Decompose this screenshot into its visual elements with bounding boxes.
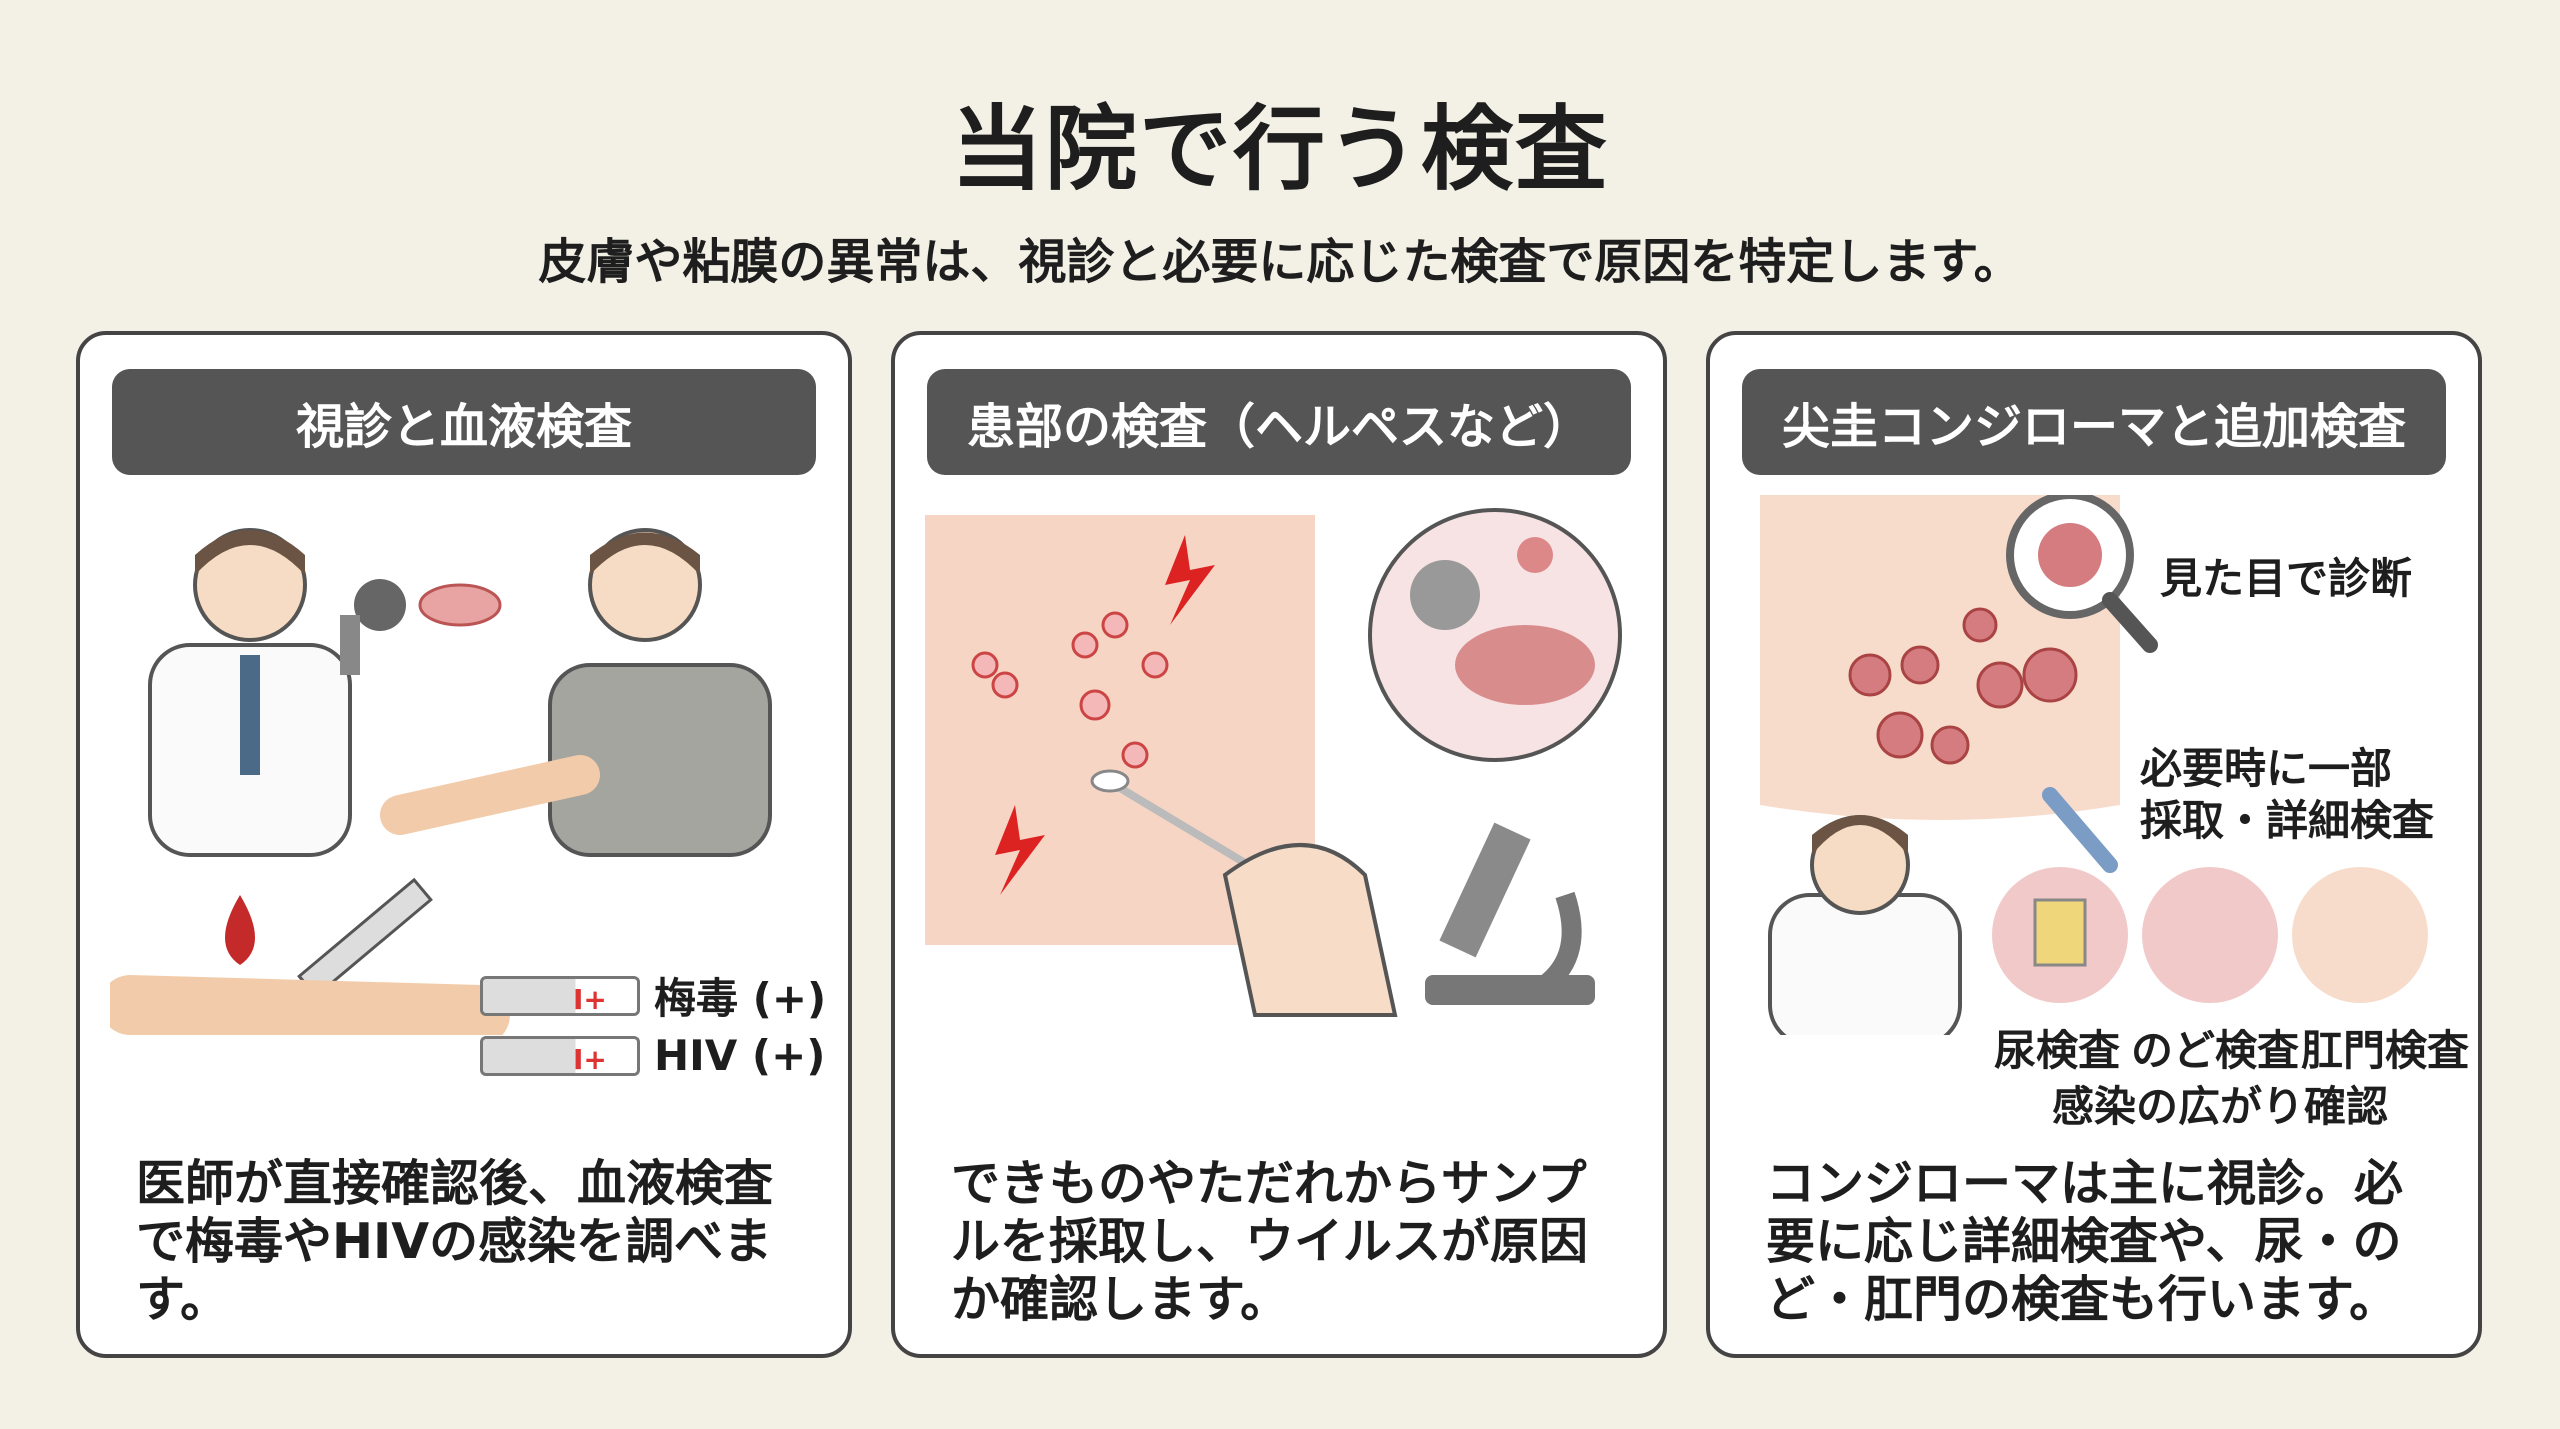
test-strip-icon: I+ xyxy=(480,1035,640,1076)
blister-icon xyxy=(971,611,1169,769)
card-lesion-test: 患部の検査（ヘルペスなど） できものやただれからサンプルを採取し、ウイルスが原因… xyxy=(891,331,1667,1358)
wart-icon xyxy=(1848,607,2078,765)
hand-icon xyxy=(1222,843,1398,1017)
sampling-label-1: 必要時に一部 xyxy=(2140,744,2393,793)
biopsy-tool-icon xyxy=(2042,787,2118,873)
virus-magnified-icon xyxy=(1368,508,1622,762)
hiv-test-result: I+ HIV (+) xyxy=(480,1031,826,1080)
doctor-icon xyxy=(1768,815,1962,1047)
card-condyloma-test: 尖圭コンジローマと追加検査 見た目で診断 必要時に一部 採取・詳細検査 尿検査 … xyxy=(1706,331,2482,1358)
patient-icon xyxy=(380,528,772,857)
sampling-label-2: 採取・詳細検査 xyxy=(2140,796,2435,845)
syphilis-label: 梅毒 (+) xyxy=(654,974,827,1023)
positive-mark: I+ xyxy=(573,1042,607,1076)
lesion-swab-illustration xyxy=(925,495,1633,1035)
card-header: 患部の検査（ヘルペスなど） xyxy=(927,369,1631,475)
condyloma-illustration xyxy=(1740,491,2448,1047)
doctor-icon xyxy=(148,528,352,857)
card-description: コンジローマは主に視診。必要に応じ詳細検査や、尿・のど・肛門の検査も行います。 xyxy=(1766,1155,2404,1328)
card-header: 視診と血液検査 xyxy=(112,369,816,475)
arm-icon xyxy=(100,975,510,1045)
microscope-icon xyxy=(1425,822,1595,1005)
pain-lightning-icon xyxy=(995,535,1215,895)
spread-check-label: 感染の広がり確認 xyxy=(2051,1082,2388,1131)
lips-icon xyxy=(418,583,502,627)
hiv-label: HIV (+) xyxy=(654,1031,826,1080)
throat-icon xyxy=(2142,867,2278,1003)
cotton-swab-icon xyxy=(1090,769,1268,879)
doctor-exam-illustration xyxy=(100,495,818,1045)
syringe-icon xyxy=(297,877,433,999)
dermatoscope-icon xyxy=(340,579,406,675)
card-description: できものやただれからサンプルを採取し、ウイルスが原因か確認します。 xyxy=(951,1155,1589,1328)
visual-diagnosis-label: 見た目で診断 xyxy=(2160,554,2413,603)
throat-test-label: のど検査 xyxy=(2130,1026,2299,1075)
blood-drop-icon xyxy=(225,895,255,965)
card-description: 医師が直接確認後、血液検査で梅毒やHIVの感染を調べます。 xyxy=(136,1155,774,1328)
test-strip-icon: I+ xyxy=(480,975,640,1016)
card-visual-blood-test: 視診と血液検査 I+ 梅毒 (+) I+ HIV xyxy=(76,331,852,1358)
page-subtitle: 皮膚や粘膜の異常は、視診と必要に応じた検査で原因を特定します。 xyxy=(538,234,2022,290)
syphilis-test-result: I+ 梅毒 (+) xyxy=(480,965,826,1026)
anal-test-label: 肛門検査 xyxy=(2300,1026,2469,1075)
urine-test-label: 尿検査 xyxy=(1993,1026,2120,1075)
positive-mark: I+ xyxy=(573,982,607,1016)
page-title: 当院で行う検査 xyxy=(950,96,1609,203)
card-header: 尖圭コンジローマと追加検査 xyxy=(1742,369,2446,475)
anal-icon xyxy=(2292,867,2428,1003)
magnifier-icon xyxy=(2006,491,2158,653)
